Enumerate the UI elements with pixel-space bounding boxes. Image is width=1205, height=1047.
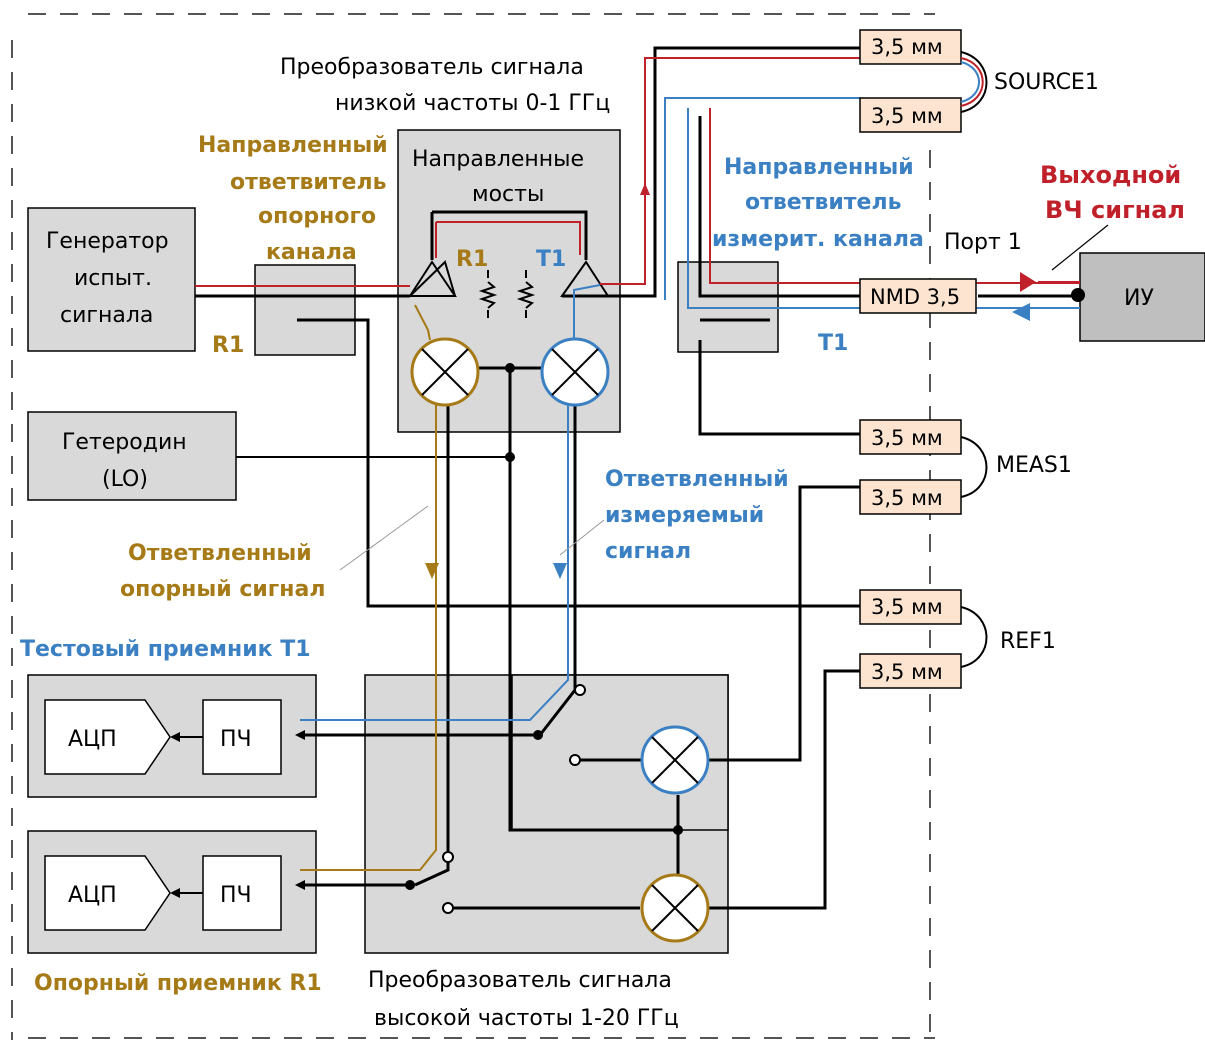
mixer-meas-bridge bbox=[540, 337, 610, 407]
bridge-t1 bbox=[560, 260, 610, 297]
lf-converter-label-2: низкой частоты 0-1 ГГц bbox=[335, 91, 610, 116]
ref-coupler-label-1: Направленный bbox=[198, 133, 388, 158]
ref1-label: REF1 bbox=[1000, 629, 1056, 654]
connector-ref1-b-label: 3,5 мм bbox=[871, 660, 943, 684]
dut-label: ИУ bbox=[1124, 286, 1154, 311]
mixer-ref-hf bbox=[640, 873, 710, 943]
adc-label-test: АЦП bbox=[68, 727, 117, 752]
lf-converter-label-1: Преобразователь сигнала bbox=[280, 55, 584, 80]
generator-box bbox=[27, 207, 196, 352]
r1-bridge-label: R1 bbox=[456, 247, 488, 272]
meas-coupler-label-1: Направленный bbox=[724, 155, 914, 180]
ref-receiver-label: Опорный приемник R1 bbox=[34, 971, 322, 996]
adc-shape-test bbox=[44, 699, 171, 775]
connector-nmd-label: NMD 3,5 bbox=[870, 285, 960, 309]
mixer-meas-hf bbox=[640, 725, 710, 795]
ref-coupler-label-2: ответвитель bbox=[230, 170, 387, 195]
adc-shape-ref bbox=[44, 855, 171, 931]
port1-label: Порт 1 bbox=[944, 230, 1022, 255]
lo-label-1: Гетеродин bbox=[62, 430, 187, 455]
t1-bridge-label: T1 bbox=[536, 247, 566, 272]
r1-coupler-label: R1 bbox=[212, 333, 244, 358]
adc-label-ref: АЦП bbox=[68, 883, 117, 908]
ref-coupler-label-3: опорного bbox=[258, 204, 376, 229]
generator-label-3: сигнала bbox=[60, 303, 153, 328]
connector-meas1-a-label: 3,5 мм bbox=[871, 426, 943, 450]
coupled-meas-label-3: сигнал bbox=[605, 539, 691, 564]
coupled-meas-label-1: Ответвленный bbox=[605, 467, 789, 492]
connector-ref1-b bbox=[859, 653, 962, 689]
source1-label: SOURCE1 bbox=[994, 70, 1099, 95]
generator-label-2: испыт. bbox=[74, 266, 152, 291]
coupled-ref-label-2: опорный сигнал bbox=[120, 577, 325, 602]
connector-source1-b-label: 3,5 мм bbox=[871, 104, 943, 128]
t1-coupler-label: T1 bbox=[818, 331, 848, 356]
test-receiver-label: Тестовый приемник T1 bbox=[20, 637, 311, 662]
connector-ref1-a-label: 3,5 мм bbox=[871, 595, 943, 619]
if-label-test: ПЧ bbox=[220, 727, 252, 752]
if-box-test bbox=[202, 699, 282, 775]
generator-label-1: Генератор bbox=[46, 229, 169, 254]
meas1-label: MEAS1 bbox=[996, 453, 1072, 478]
ref-coupler-box bbox=[254, 264, 356, 356]
if-box-ref bbox=[202, 855, 282, 931]
meas-coupler-label-3: измерит. канала bbox=[712, 227, 924, 252]
dut-box bbox=[1079, 252, 1205, 342]
hf-converter-label-2: высокой частоты 1-20 ГГц bbox=[374, 1006, 679, 1031]
connector-source1-b bbox=[859, 97, 962, 133]
hf-converter-label-1: Преобразователь сигнала bbox=[368, 968, 672, 993]
lo-label-2: (LO) bbox=[102, 467, 148, 492]
output-rf-label-2: ВЧ сигнал bbox=[1045, 196, 1185, 224]
connector-meas1-b-label: 3,5 мм bbox=[871, 486, 943, 510]
coupled-meas-label-2: измеряемый bbox=[605, 503, 764, 528]
bridges-label-1: Направленные bbox=[412, 147, 584, 172]
connector-source1-a bbox=[859, 29, 962, 65]
connector-source1-a-label: 3,5 мм bbox=[871, 35, 943, 59]
bridges-label-2: мосты bbox=[472, 182, 544, 207]
ref-coupler-label-4: канала bbox=[266, 240, 357, 265]
output-rf-label-1: Выходной bbox=[1040, 161, 1181, 189]
coupled-ref-label-1: Ответвленный bbox=[128, 541, 312, 566]
connector-nmd bbox=[859, 278, 977, 314]
bridge-r1 bbox=[408, 260, 457, 297]
instrument-boundary bbox=[11, 13, 935, 1040]
if-label-ref: ПЧ bbox=[220, 883, 252, 908]
mixer-ref-bridge bbox=[410, 337, 480, 407]
meas-coupler-label-2: ответвитель bbox=[745, 190, 902, 215]
